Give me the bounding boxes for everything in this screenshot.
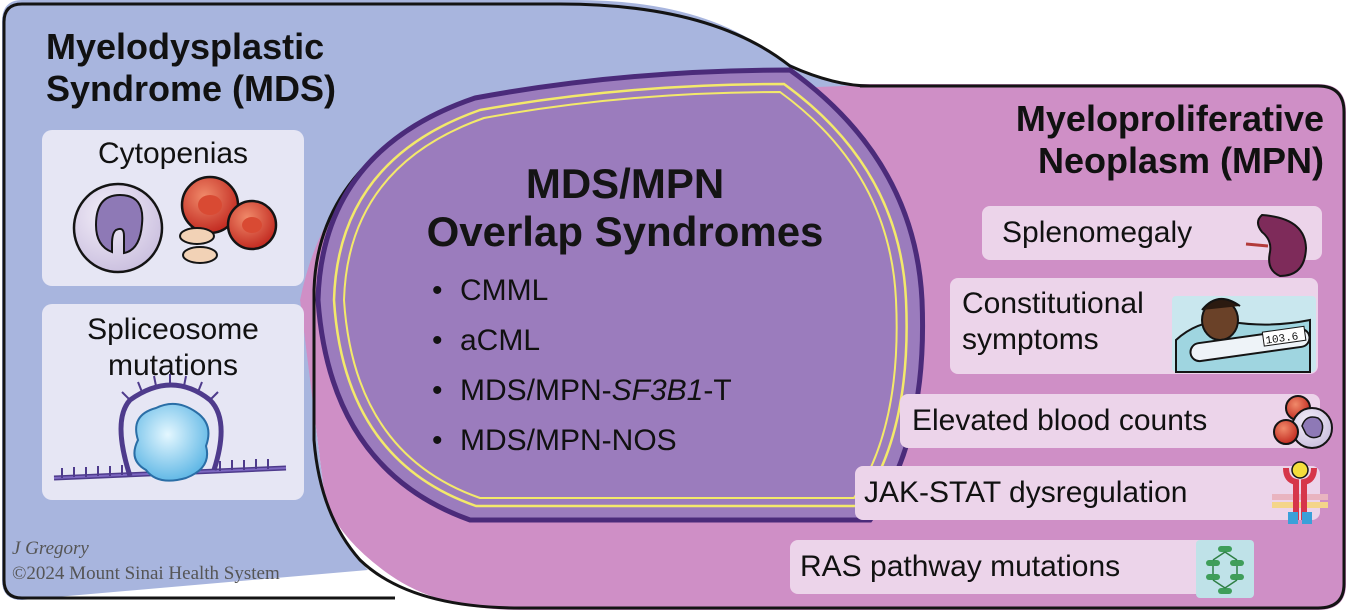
- spliceosome-icon: [53, 374, 287, 482]
- blood-cells-icon: [72, 175, 278, 274]
- splenomegaly-label: Splenomegaly: [1002, 216, 1193, 249]
- blood-counts-pill: [900, 394, 1320, 448]
- spliceosome-card: [42, 304, 304, 500]
- overlap-list: •CMML •aCML •MDS/MPN-SF3B1-T •MDS/MPN-NO…: [432, 266, 732, 466]
- ras-label: RAS pathway mutations: [800, 550, 1121, 583]
- overlap-title: MDS/MPN Overlap Syndromes: [426, 160, 824, 255]
- mds-outline: [2, 2, 871, 600]
- spliceosome-label: Spliceosome mutations: [87, 313, 259, 382]
- sick-person-icon: 103.6: [1172, 296, 1316, 373]
- pathway-icon: [1196, 540, 1254, 598]
- cytopenias-label: Cytopenias: [97, 137, 249, 170]
- overlap-highlight: [332, 82, 908, 508]
- splenomegaly-pill: [982, 206, 1322, 260]
- receptor-icon: [1272, 461, 1328, 524]
- ras-pill: [790, 540, 1210, 594]
- thermometer-reading: 103.6: [1265, 331, 1299, 347]
- overlap-item: •aCML: [432, 324, 541, 357]
- mds-title: Myelodysplastic Syndrome (MDS): [46, 26, 337, 109]
- constitutional-label: Constitutional symptoms: [962, 287, 1144, 356]
- overlap-item: •MDS/MPN-SF3B1-T: [432, 374, 732, 407]
- mpn-title: Myeloproliferative Neoplasm (MPN): [1015, 98, 1324, 181]
- spleen-icon: [1245, 213, 1308, 278]
- blood-count-cells-icon: [1273, 395, 1333, 449]
- blood-counts-label: Elevated blood counts: [912, 404, 1208, 437]
- overlap-item: •MDS/MPN-NOS: [432, 424, 677, 457]
- copyright-credit: ©2024 Mount Sinai Health System: [12, 563, 280, 584]
- jak-stat-pill: [855, 466, 1320, 520]
- overlap-item: •CMML: [432, 274, 549, 307]
- author-credit: J Gregory: [12, 538, 89, 559]
- jak-stat-label: JAK-STAT dysregulation: [864, 476, 1188, 509]
